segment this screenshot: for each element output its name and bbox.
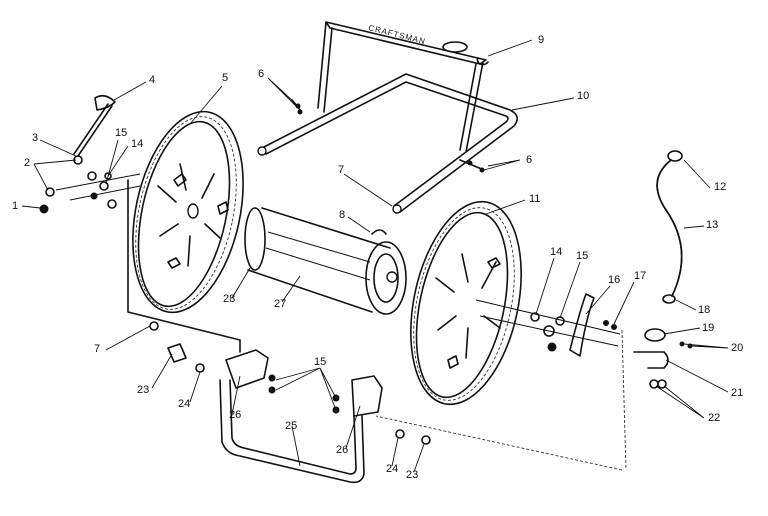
callout-c1: 1 bbox=[12, 200, 18, 212]
callout-c22: 22 bbox=[708, 412, 720, 424]
callout-c14a: 14 bbox=[131, 138, 143, 150]
handle-frame: CRAFTSMAN bbox=[317, 21, 489, 153]
callout-c25: 25 bbox=[285, 420, 297, 432]
left-wheel bbox=[132, 110, 244, 314]
callout-c18: 18 bbox=[698, 304, 710, 316]
callout-c26a: 26 bbox=[229, 409, 241, 421]
callout-c17: 17 bbox=[634, 270, 646, 282]
callout-c15a: 15 bbox=[115, 127, 127, 139]
callout-c7a: 7 bbox=[338, 164, 344, 176]
callout-c24a: 24 bbox=[178, 398, 190, 410]
callout-c16: 16 bbox=[608, 274, 620, 286]
crank-and-hardware bbox=[39, 94, 141, 214]
callout-c13: 13 bbox=[706, 219, 718, 231]
callout-c21: 21 bbox=[731, 387, 743, 399]
callout-c4: 4 bbox=[149, 74, 155, 86]
callout-c19: 19 bbox=[702, 322, 714, 334]
callout-c7b: 7 bbox=[94, 343, 100, 355]
callout-c6a: 6 bbox=[258, 68, 264, 80]
callout-c11: 11 bbox=[529, 193, 540, 205]
callout-c15c: 15 bbox=[314, 356, 326, 368]
right-wheel bbox=[410, 200, 522, 406]
callout-c15b: 15 bbox=[576, 250, 588, 262]
lead-in-hose bbox=[656, 150, 683, 297]
leader-lines bbox=[21, 39, 729, 473]
callout-c20: 20 bbox=[731, 342, 743, 354]
callout-c5: 5 bbox=[222, 72, 228, 84]
callout-c26b: 26 bbox=[336, 444, 348, 456]
callout-c9: 9 bbox=[538, 34, 544, 46]
base-leg bbox=[127, 179, 431, 484]
callout-c3: 3 bbox=[32, 132, 38, 144]
callout-c6b: 6 bbox=[526, 154, 532, 166]
callout-c12: 12 bbox=[714, 181, 726, 193]
callout-c24b: 24 bbox=[386, 463, 398, 475]
callout-c2: 2 bbox=[24, 157, 30, 169]
right-axle-parts bbox=[475, 293, 621, 357]
callout-c28: 28 bbox=[223, 293, 235, 305]
hose-drum bbox=[244, 207, 407, 315]
hose-coupler bbox=[375, 294, 693, 471]
lower-frame bbox=[257, 73, 518, 214]
callout-c23a: 23 bbox=[137, 384, 149, 396]
callout-c23b: 23 bbox=[406, 469, 418, 481]
callout-c27: 27 bbox=[274, 298, 286, 310]
callout-c8: 8 bbox=[339, 209, 345, 221]
callout-c14b: 14 bbox=[550, 246, 562, 258]
callout-c10: 10 bbox=[577, 90, 589, 102]
